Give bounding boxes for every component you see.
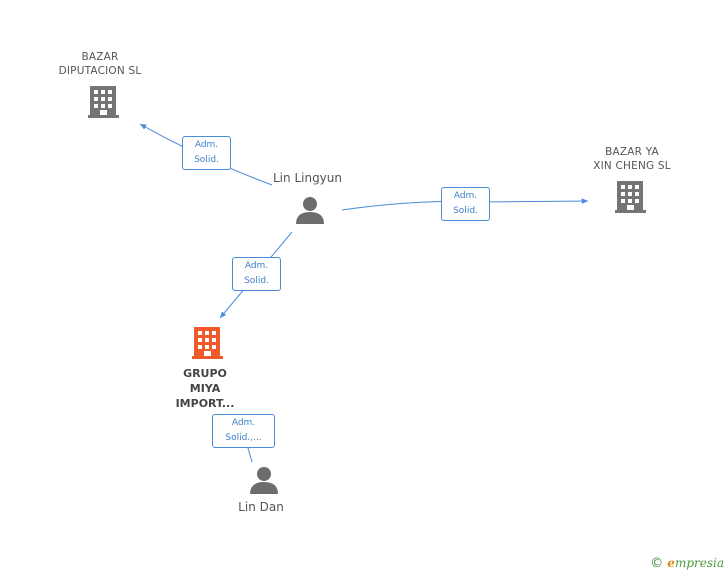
person-icon — [250, 467, 278, 494]
building-icon — [192, 327, 223, 359]
edge-label-line: Adm. — [231, 418, 256, 428]
edge-label-line: Solid.,... — [225, 433, 262, 443]
edge-label-line: Adm. — [453, 191, 478, 201]
company-label-line: DIPUTACION SL — [58, 65, 142, 77]
edge-label-adm-solid[interactable]: Adm. Solid. — [232, 257, 281, 291]
footer-brand: ©empresia — [650, 556, 724, 571]
company-label-line: XIN CHENG SL — [593, 160, 671, 172]
person-label-lin-lingyun[interactable]: Lin Lingyun — [273, 171, 342, 185]
copyright-icon: © — [650, 556, 664, 571]
edge-label-line: Solid. — [453, 206, 478, 216]
building-icon — [88, 86, 119, 118]
company-label-line: BAZAR YA — [605, 146, 659, 158]
company-label-line: GRUPO — [183, 367, 227, 380]
edge-label-line: Adm. — [194, 140, 219, 150]
edge-label-adm-solid-more[interactable]: Adm. Solid.,... — [212, 414, 275, 448]
company-label-bazar-ya[interactable]: BAZAR YA XIN CHENG SL — [572, 145, 692, 173]
edge-label-line: Solid. — [244, 276, 269, 286]
edge-label-adm-solid[interactable]: Adm. Solid. — [441, 187, 490, 221]
company-label-bazar-diputacion[interactable]: BAZAR DIPUTACION SL — [40, 50, 160, 78]
edge-label-adm-solid[interactable]: Adm. Solid. — [182, 136, 231, 170]
company-label-line: BAZAR — [81, 51, 119, 63]
person-icon — [296, 197, 324, 224]
edge-label-line: Solid. — [194, 155, 219, 165]
brand-logo: empresia — [667, 556, 724, 570]
building-icon — [615, 181, 646, 213]
company-label-line: MIYA — [189, 382, 221, 395]
edge-label-line: Adm. — [244, 261, 269, 271]
person-label-lin-dan[interactable]: Lin Dan — [238, 500, 284, 514]
company-label-line: IMPORT... — [175, 397, 235, 410]
company-label-grupo-miya[interactable]: GRUPO MIYA IMPORT... — [155, 366, 255, 411]
